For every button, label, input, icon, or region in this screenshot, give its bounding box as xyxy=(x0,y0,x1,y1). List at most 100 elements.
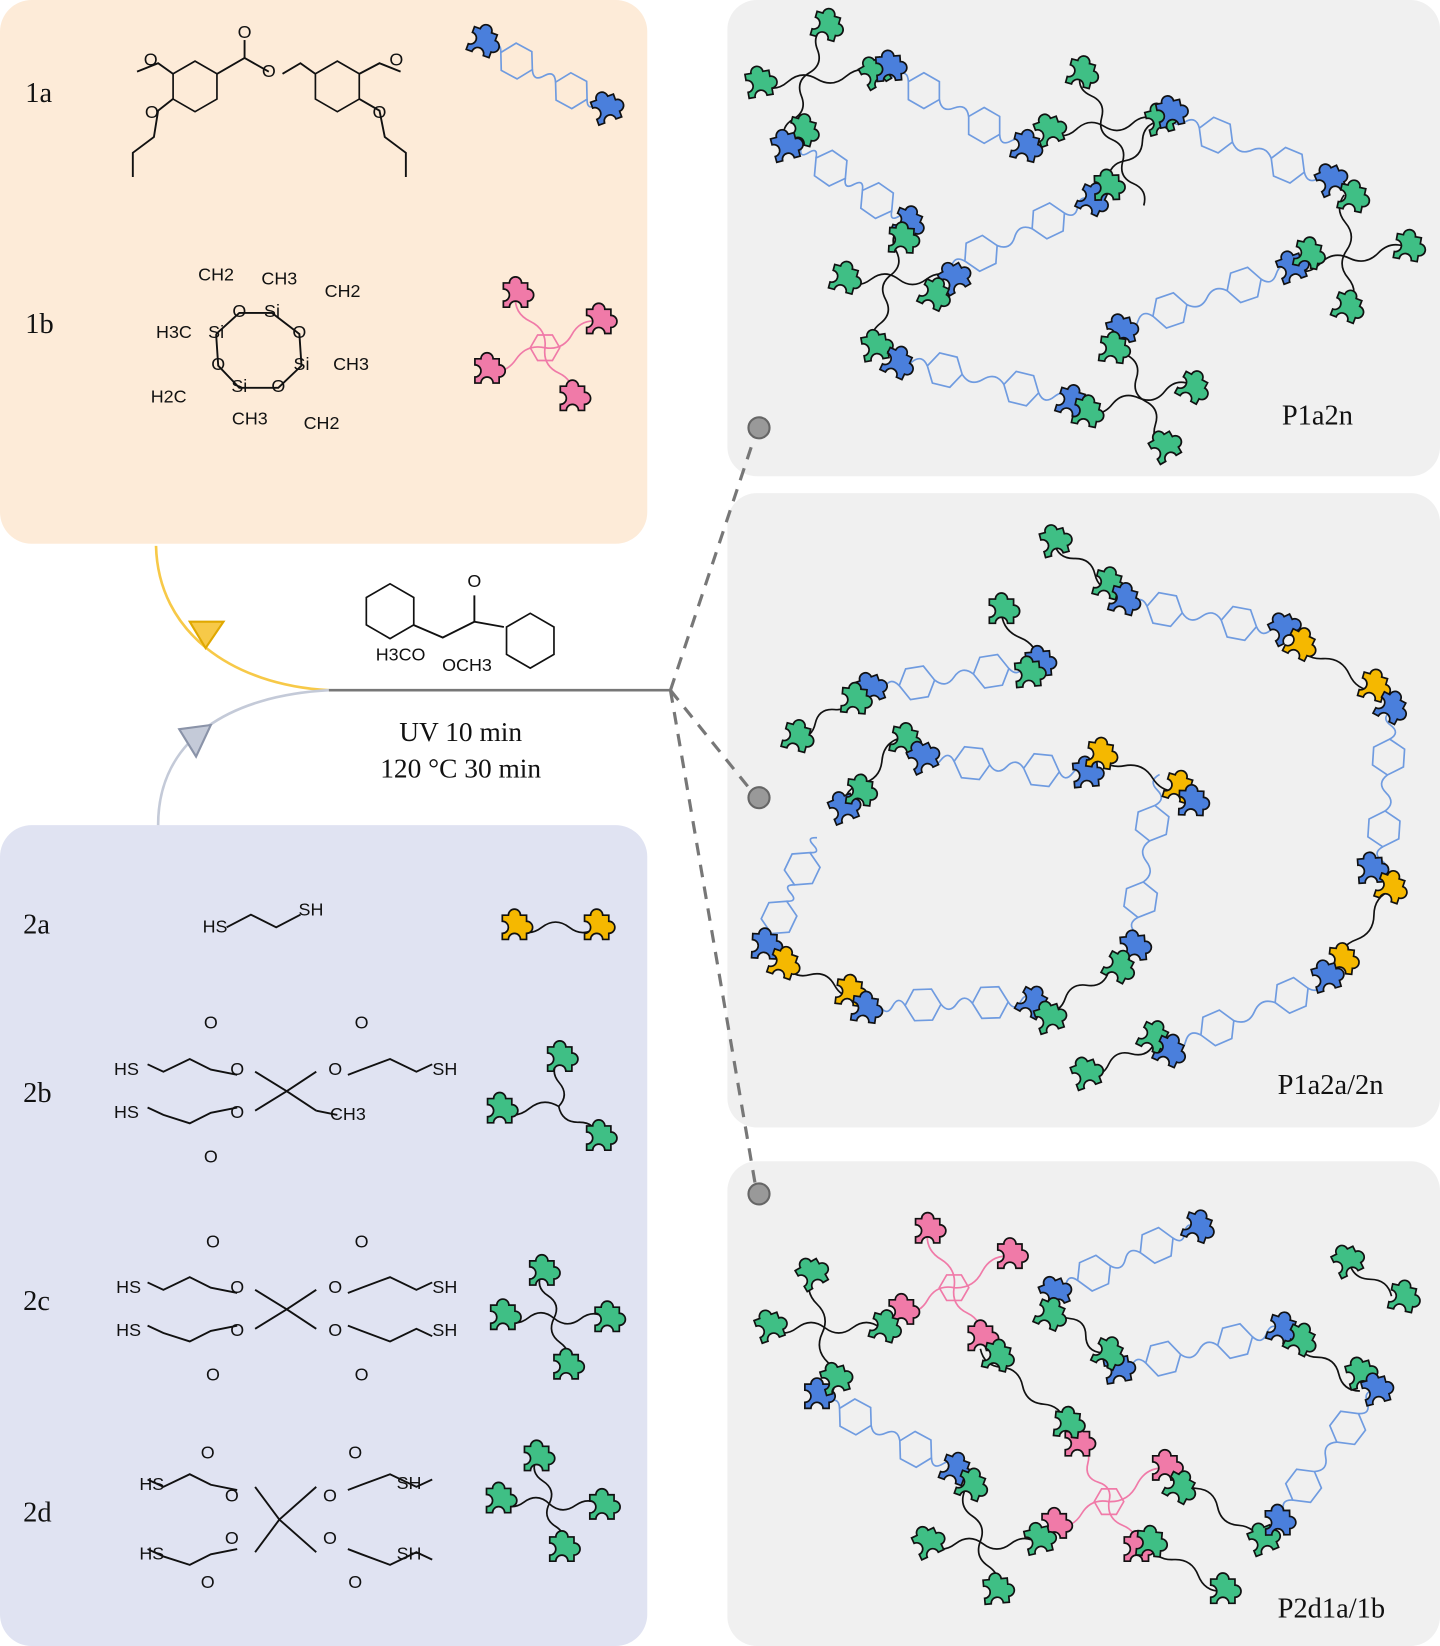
aromatic-ring xyxy=(1284,1468,1323,1504)
atom-label: CH3 xyxy=(232,409,268,429)
aromatic-ring xyxy=(1002,370,1040,407)
atom-label: O xyxy=(144,49,158,69)
monomer-arrow-head-icon xyxy=(187,620,226,651)
atom-label: SH xyxy=(397,1473,422,1493)
bond xyxy=(347,1276,433,1294)
aromatic-ring xyxy=(1139,1226,1174,1265)
thiol-label-2c: 2c xyxy=(23,1286,50,1317)
thiol-arrow xyxy=(156,688,329,826)
bond xyxy=(147,1057,238,1076)
flexible-chain xyxy=(953,1255,1010,1289)
atom-label: HS xyxy=(139,1544,164,1564)
connector-lines xyxy=(668,429,759,1195)
atom-label: O xyxy=(292,322,306,342)
atom-label: O xyxy=(225,1528,239,1548)
aromatic-ring xyxy=(783,851,822,886)
flexible-chain xyxy=(879,999,906,1013)
atom-label: SH xyxy=(432,1277,457,1297)
bond xyxy=(278,1486,317,1521)
thiol-panel xyxy=(0,825,648,1646)
flexible-chain xyxy=(1109,1249,1141,1269)
flexible-chain xyxy=(786,884,795,903)
flexible-chain xyxy=(1186,287,1228,308)
bond xyxy=(359,62,401,75)
monomer-panel xyxy=(0,0,648,544)
atom-label: O xyxy=(232,301,246,321)
flexible-chain xyxy=(934,669,974,685)
flexible-chain xyxy=(844,178,864,191)
monomer-arrow xyxy=(154,545,329,692)
flexible-chain xyxy=(1141,840,1151,883)
network-marks xyxy=(465,4,1430,1606)
bond xyxy=(286,1090,317,1112)
flexible-chain xyxy=(1181,612,1222,621)
bond xyxy=(147,1324,238,1343)
aromatic-ring xyxy=(1274,976,1309,1015)
atom-label: O xyxy=(204,1012,218,1032)
aromatic-ring xyxy=(1076,1254,1112,1292)
aromatic-ring xyxy=(1367,810,1401,848)
bond xyxy=(347,1473,433,1491)
flexible-chain xyxy=(1078,73,1146,206)
atom-label: O xyxy=(211,354,225,374)
flexible-chain xyxy=(926,1230,956,1288)
aromatic-ring xyxy=(838,1398,873,1436)
network-panel-p1a2a-2n xyxy=(727,493,1440,1128)
aromatic-ring xyxy=(926,351,964,389)
flexible-chain xyxy=(1314,1441,1337,1473)
monomer-label-1a: 1a xyxy=(25,78,52,109)
bond xyxy=(282,62,316,75)
aromatic-ring xyxy=(898,1430,933,1469)
atom-label: O xyxy=(328,1277,342,1297)
bond xyxy=(254,1090,288,1112)
atom-label: H2C xyxy=(151,387,187,407)
atom-label: O xyxy=(206,1232,220,1252)
atom-label: CH3 xyxy=(333,354,369,374)
flexible-chain xyxy=(531,69,557,83)
bond xyxy=(215,312,303,389)
aromatic-ring xyxy=(813,149,848,187)
flexible-chain xyxy=(842,273,955,286)
atom-label: O xyxy=(355,1364,369,1384)
atom-label: Si xyxy=(294,354,310,374)
flexible-chain xyxy=(1384,710,1397,740)
aromatic-ring xyxy=(1123,881,1159,919)
chemical-bonds xyxy=(131,40,555,1566)
atom-label: O xyxy=(355,1012,369,1032)
bond xyxy=(254,1518,281,1553)
condition-heat: 120 °C 30 min xyxy=(380,754,541,784)
aromatic-ring xyxy=(1328,1410,1367,1446)
connector-dot xyxy=(747,786,771,810)
atom-label: HS xyxy=(203,917,228,937)
atom-label: O xyxy=(348,1572,362,1592)
atom-label: CH2 xyxy=(325,281,361,301)
atom-label: SH xyxy=(299,900,324,920)
condition-uv: UV 10 min xyxy=(399,717,522,747)
flexible-chain xyxy=(938,99,970,117)
atom-label: O xyxy=(230,1277,244,1297)
bond xyxy=(136,62,174,75)
aromatic-ring xyxy=(898,665,936,701)
atom-label: O xyxy=(225,1486,239,1506)
aromatic-ring xyxy=(1270,146,1306,185)
flexible-chain xyxy=(927,1537,1039,1550)
bond xyxy=(347,1548,433,1566)
bond xyxy=(147,1548,238,1566)
atom-label: HS xyxy=(116,1320,141,1340)
aromatic-ring xyxy=(953,745,991,781)
flexible-chain xyxy=(1233,1000,1276,1023)
flexible-chain xyxy=(1348,1262,1393,1297)
aromatic-ring xyxy=(1200,1009,1235,1047)
flexible-chain xyxy=(514,294,547,348)
bond xyxy=(278,1518,317,1553)
flexible-chain xyxy=(961,373,1005,385)
atom-label: O xyxy=(271,376,285,396)
flexible-chain xyxy=(809,836,818,854)
flexible-chain xyxy=(538,1272,558,1319)
atom-label: O xyxy=(323,1486,337,1506)
aromatic-ring xyxy=(1134,804,1170,842)
flexible-chain xyxy=(1380,774,1392,812)
aromatic-ring xyxy=(1371,738,1406,776)
